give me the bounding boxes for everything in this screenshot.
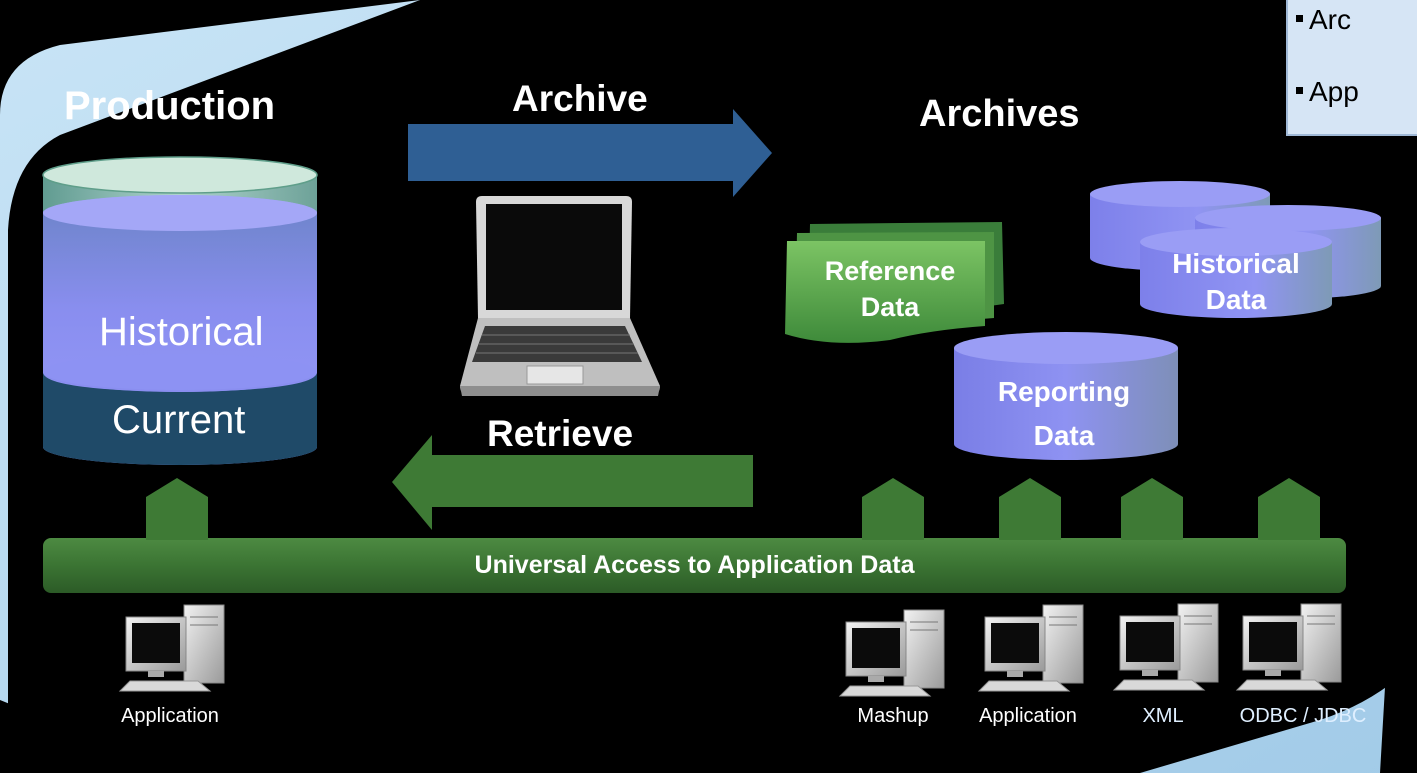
access-bar — [43, 538, 1346, 593]
client-caption-mashup: Mashup — [857, 705, 929, 727]
computer-icon-odbc-jdbc — [1235, 603, 1342, 691]
reference-data-label: Reference Data — [824, 256, 956, 322]
callout-item-2: App — [1296, 76, 1359, 108]
production-title: Production — [64, 84, 276, 128]
bullet-icon — [1296, 15, 1303, 23]
historical-label: Historical — [99, 310, 264, 354]
production-database — [42, 156, 318, 465]
current-label: Current — [112, 398, 246, 442]
client-caption-odbc-jdbc: ODBC / JDBC — [1239, 705, 1367, 727]
reporting-data-label: Reporting Data — [997, 376, 1131, 451]
computer-icon-application-right — [977, 604, 1084, 692]
computer-icon-mashup — [838, 609, 945, 697]
retrieve-arrow — [392, 435, 753, 530]
historical-data-cylinders — [1090, 181, 1381, 318]
client-caption-xml: XML — [1142, 705, 1184, 727]
retrieve-label: Retrieve — [487, 413, 634, 454]
client-caption-application-right: Application — [979, 705, 1077, 727]
access-bar-label: Universal Access to Application Data — [474, 551, 915, 579]
callout-item-1: Arc — [1296, 4, 1351, 36]
historical-data-label: Historical Data — [1172, 248, 1300, 315]
callout-box: Arc App — [1286, 0, 1417, 136]
bullet-icon — [1296, 87, 1303, 95]
archive-label: Archive — [512, 78, 648, 119]
archives-title: Archives — [919, 93, 1080, 135]
current-segment — [43, 372, 317, 465]
laptop-icon — [460, 196, 660, 396]
computer-icon-application-left — [118, 604, 225, 692]
reference-data-doc — [785, 222, 1004, 343]
computer-icons — [118, 603, 1342, 697]
client-caption-application-left: Application — [121, 705, 219, 727]
computer-icon-xml — [1112, 603, 1219, 691]
archive-arrow — [408, 109, 772, 197]
reporting-data-cylinder — [954, 332, 1178, 460]
access-connectors — [146, 478, 1320, 540]
